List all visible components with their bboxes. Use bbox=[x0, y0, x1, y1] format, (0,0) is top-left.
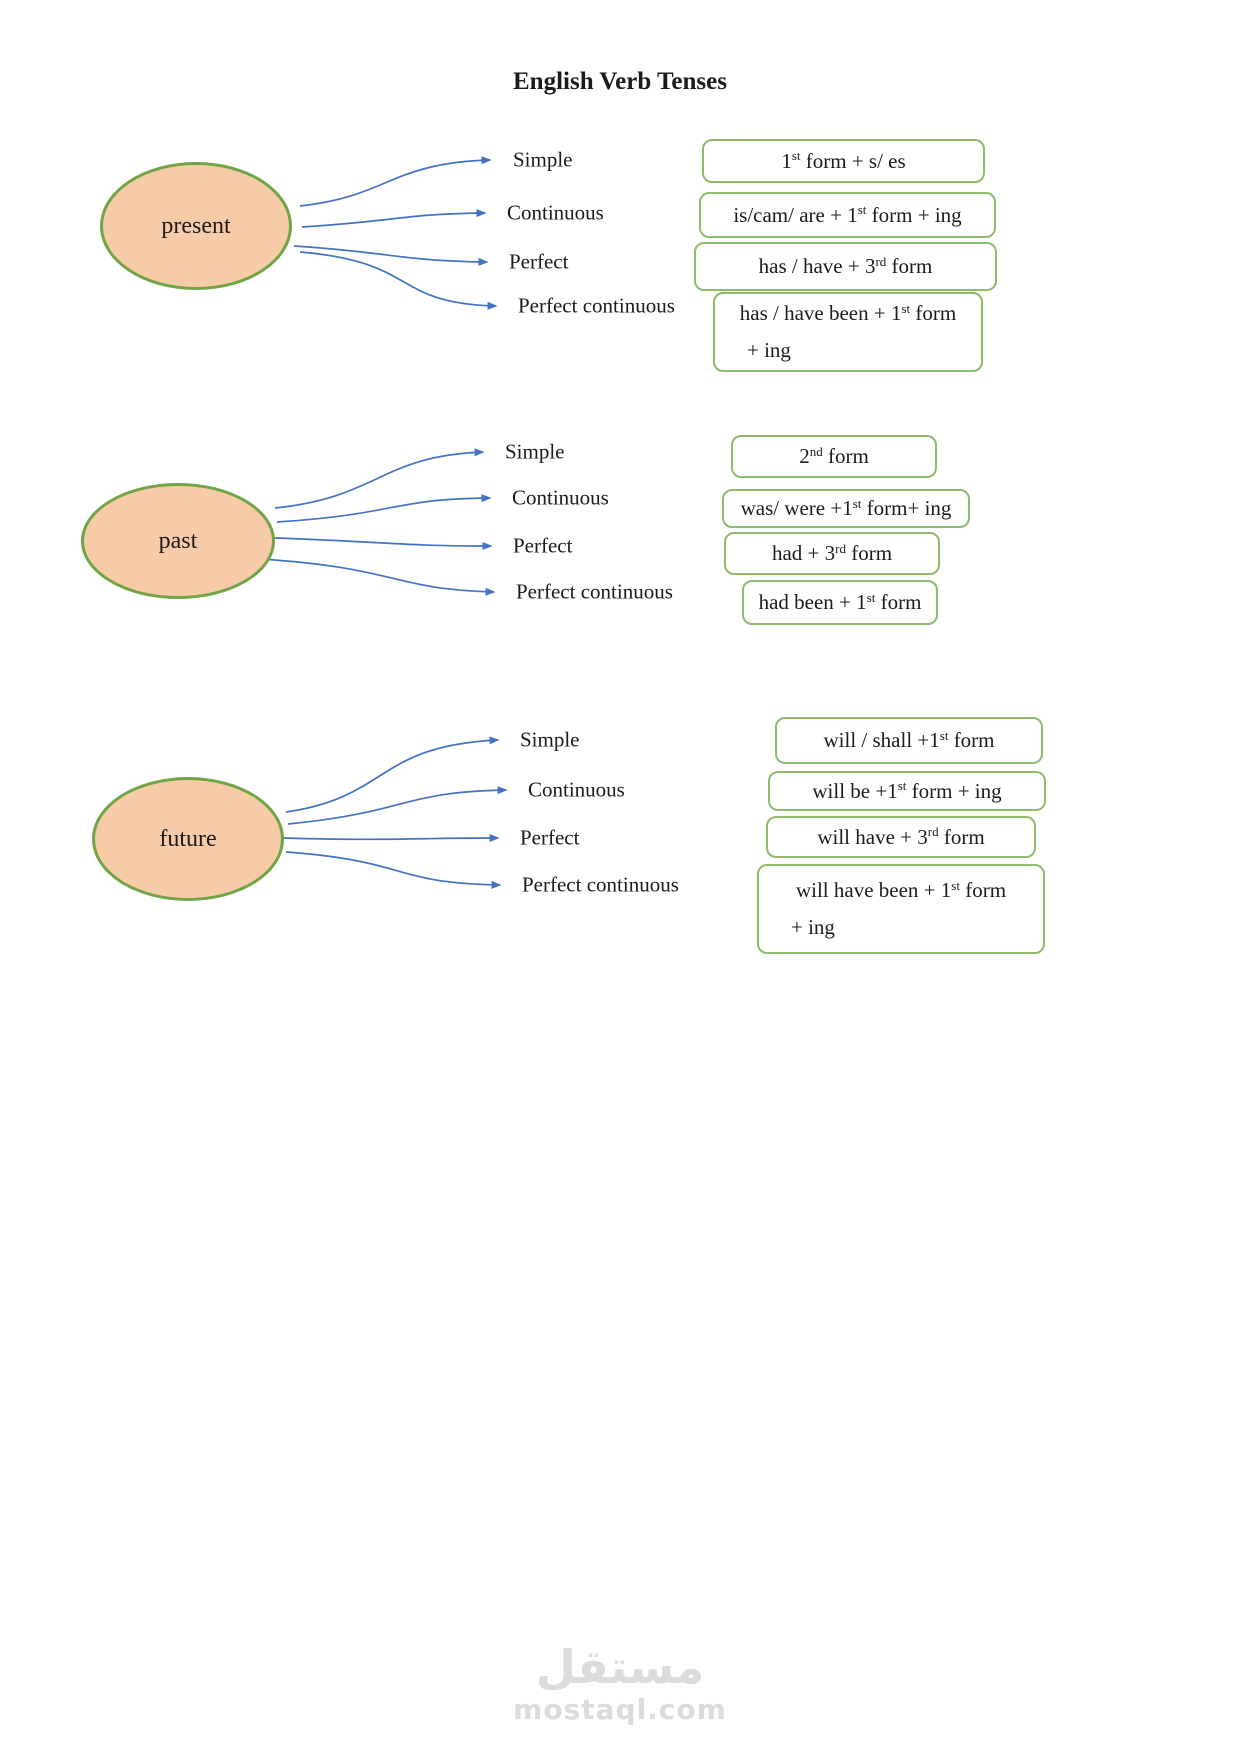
tense-label-past-simple: Simple bbox=[505, 439, 565, 464]
tense-label-present-simple: Simple bbox=[513, 147, 573, 172]
formula-text: had been + 1st form bbox=[758, 589, 922, 614]
tense-label-future-simple: Simple bbox=[520, 727, 580, 752]
page-title: English Verb Tenses bbox=[513, 68, 727, 95]
ellipse-label-past: past bbox=[158, 527, 198, 554]
tense-label-past-perfect: Perfect bbox=[513, 533, 573, 558]
tense-label-present-perfect: Perfect bbox=[509, 249, 569, 274]
formula-box-future-perfect-continuous: will have been + 1st form + ing bbox=[757, 864, 1045, 954]
tense-ellipse-present: present bbox=[100, 162, 292, 290]
arrow-future-simple bbox=[285, 736, 500, 813]
formula-box-past-simple: 2nd form bbox=[731, 435, 937, 478]
formula-text-line2: + ing bbox=[791, 915, 835, 939]
ellipse-label-present: present bbox=[161, 212, 231, 239]
formula-text: has / have + 3rd form bbox=[758, 253, 933, 278]
formula-box-present-perfect: has / have + 3rd form bbox=[694, 242, 997, 291]
formula-box-past-continuous: was/ were +1st form+ ing bbox=[722, 489, 970, 528]
formula-text: is/cam/ are + 1st form + ing bbox=[733, 202, 962, 227]
arrow-past-perfect-continuous bbox=[259, 558, 496, 596]
tense-label-future-perfect: Perfect bbox=[520, 825, 580, 850]
formula-text: had + 3rd form bbox=[771, 540, 893, 565]
formula-box-past-perfect-continuous: had been + 1st form bbox=[742, 580, 938, 625]
formula-box-present-simple: 1st form + s/ es bbox=[702, 139, 985, 183]
formula-box-present-continuous: is/cam/ are + 1st form + ing bbox=[699, 192, 996, 238]
arrow-past-simple bbox=[274, 448, 485, 509]
formula-text-line2: + ing bbox=[747, 338, 791, 362]
arrow-present-perfect-continuous bbox=[299, 251, 498, 310]
watermark-arabic-logo: مستقل bbox=[535, 1640, 705, 1694]
tense-label-future-perfect-continuous: Perfect continuous bbox=[522, 872, 679, 897]
arrow-past-continuous bbox=[276, 494, 492, 523]
arrow-future-perfect-continuous bbox=[285, 851, 502, 889]
arrow-future-continuous bbox=[287, 786, 508, 825]
formula-text: will have been + 1st form bbox=[795, 877, 1007, 902]
tense-label-present-perfect-continuous: Perfect continuous bbox=[518, 293, 675, 318]
arrow-future-perfect bbox=[281, 834, 500, 843]
tense-label-future-continuous: Continuous bbox=[528, 777, 625, 802]
formula-text: 2nd form bbox=[799, 443, 869, 468]
formula-text: 1st form + s/ es bbox=[781, 148, 906, 173]
arrow-present-simple bbox=[299, 156, 492, 207]
arrow-past-perfect bbox=[274, 537, 493, 550]
tense-label-past-continuous: Continuous bbox=[512, 485, 609, 510]
formula-text: will have + 3rd form bbox=[817, 824, 985, 849]
arrow-present-perfect bbox=[293, 245, 489, 266]
watermark-domain: mostaql.com bbox=[513, 1692, 727, 1726]
arrow-present-continuous bbox=[301, 209, 487, 228]
tense-label-past-perfect-continuous: Perfect continuous bbox=[516, 579, 673, 604]
formula-box-past-perfect: had + 3rd form bbox=[724, 532, 940, 575]
formula-text: was/ were +1st form+ ing bbox=[740, 495, 952, 520]
tense-ellipse-future: future bbox=[92, 777, 284, 901]
tense-label-present-continuous: Continuous bbox=[507, 200, 604, 225]
watermark: مستقل mostaql.com bbox=[0, 1642, 1240, 1726]
formula-text: has / have been + 1st form bbox=[739, 300, 957, 325]
tense-ellipse-past: past bbox=[81, 483, 275, 599]
ellipse-label-future: future bbox=[159, 825, 217, 852]
formula-box-future-continuous: will be +1st form + ing bbox=[768, 771, 1046, 811]
formula-box-present-perfect-continuous: has / have been + 1st form + ing bbox=[713, 292, 983, 372]
formula-text: will be +1st form + ing bbox=[812, 778, 1002, 803]
formula-box-future-simple: will / shall +1st form bbox=[775, 717, 1043, 764]
formula-text: will / shall +1st form bbox=[823, 727, 995, 752]
formula-box-future-perfect: will have + 3rd form bbox=[766, 816, 1036, 858]
